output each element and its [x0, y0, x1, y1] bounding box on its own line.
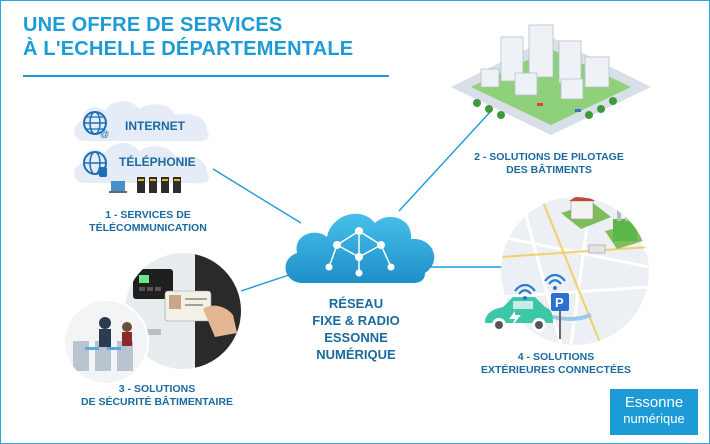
wifi-signal-icon	[514, 283, 536, 300]
city-buildings-illustration	[451, 24, 651, 135]
page-title-line2: À L'ECHELLE DÉPARTEMENTALE	[23, 38, 354, 60]
parking-sign-icon: P	[551, 293, 569, 339]
center-label-line4: NUMÉRIQUE	[316, 347, 396, 362]
outdoor-label-line2: EXTÉRIEURES CONNECTÉES	[481, 364, 631, 376]
buildings-label-line2: DES BÂTIMENTS	[506, 164, 592, 176]
page-title: UNE OFFRE DE SERVICES À L'ECHELLE DÉPART…	[23, 13, 353, 61]
outdoor-label: 4 - SOLUTIONS EXTÉRIEURES CONNECTÉES	[471, 351, 641, 377]
internet-pill-label: INTERNET	[125, 119, 185, 133]
network-cloud-icon	[285, 213, 435, 283]
telephony-cloud-shape	[74, 142, 209, 184]
wifi-signal-icon	[544, 273, 566, 290]
electric-car-icon	[485, 297, 553, 332]
center-label-line2: FIXE & RADIO	[312, 313, 400, 328]
security-label-line2: DE SÉCURITÉ BÂTIMENTAIRE	[80, 396, 234, 408]
buildings-label: 2 - SOLUTIONS DE PILOTAGE DES BÂTIMENTS	[459, 151, 639, 177]
svg-text:@: @	[100, 129, 109, 139]
devices-icon	[109, 177, 181, 193]
telecom-label: 1 - SERVICES DE TÉLÉCOMMUNICATION	[73, 209, 223, 235]
globe-icon: @	[83, 111, 109, 139]
telecom-label-line2: TÉLÉCOMMUNICATION	[89, 222, 207, 234]
telephony-pill-label: TÉLÉPHONIE	[119, 155, 196, 169]
center-label-line3: ESSONNE	[324, 330, 388, 345]
buildings-label-line1: 2 - SOLUTIONS DE PILOTAGE	[474, 151, 624, 163]
turnstile-circle	[63, 299, 149, 385]
center-label: RÉSEAU FIXE & RADIO ESSONNE NUMÉRIQUE	[291, 295, 421, 363]
internet-cloud-shape	[74, 100, 209, 142]
security-label: 3 - SOLUTIONS DE SÉCURITÉ BÂTIMENTAIRE	[67, 383, 247, 409]
security-label-line1: 3 - SOLUTIONS	[118, 383, 196, 395]
page-title-line1: UNE OFFRE DE SERVICES	[23, 14, 283, 36]
link-telecom	[212, 168, 302, 224]
access-control-illustration	[131, 253, 241, 369]
logo-line1: Essonne	[624, 394, 684, 411]
turnstile-illustration	[73, 317, 133, 371]
telecom-label-line1: 1 - SERVICES DE	[105, 209, 191, 221]
title-divider	[23, 75, 389, 77]
svg-text:P: P	[555, 295, 564, 310]
outdoor-label-line1: 4 - SOLUTIONS	[517, 351, 595, 363]
phone-globe-icon	[83, 151, 107, 177]
logo-line2: numérique	[623, 411, 685, 426]
link-buildings	[398, 110, 492, 212]
center-label-line1: RÉSEAU	[328, 296, 384, 311]
essonne-numerique-logo: Essonne numérique	[610, 389, 698, 435]
